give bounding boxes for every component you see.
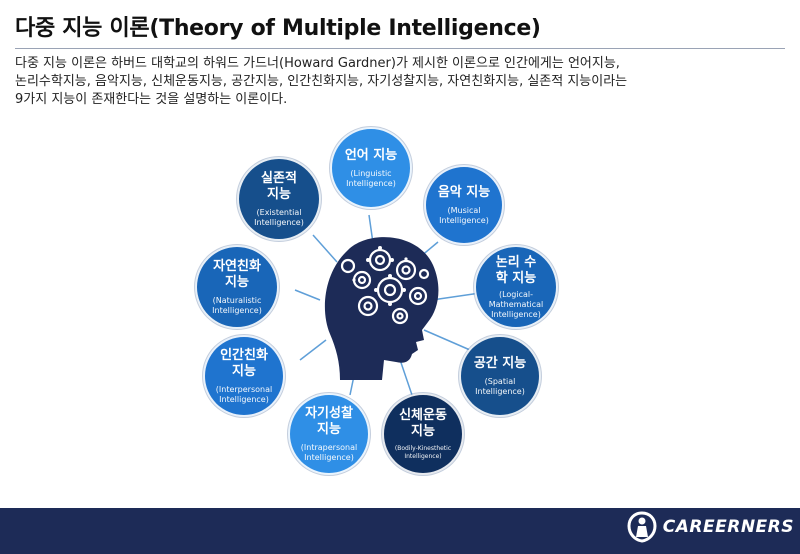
node-label: 언어 지능 (344, 147, 398, 163)
node-label: 실존적 지능 (261, 170, 297, 202)
brand-logo-icon (627, 511, 657, 543)
node-sublabel: (Linguistic Intelligence) (346, 168, 396, 188)
node-sublabel: (Interpersonal Intelligence) (215, 384, 273, 404)
description: 다중 지능 이론은 하버드 대학교의 하워드 가드너(Howard Gardne… (15, 55, 785, 109)
node-sublabel: (Musical Intelligence) (439, 205, 489, 225)
footer-bar: CAREERNERS (0, 508, 800, 554)
node-label: 논리 수학 지능 (495, 254, 537, 286)
page-title: 다중 지능 이론(Theory of Multiple Intelligence… (15, 16, 541, 41)
description-line: 논리수학지능, 음악지능, 신체운동지능, 공간지능, 인간친화지능, 자기성찰… (15, 74, 628, 89)
node-sublabel: (Intrapersonal Intelligence) (300, 442, 358, 462)
node-logical-mathematical: 논리 수학 지능 (Logical-Mathematical Intellige… (474, 245, 558, 329)
node-sublabel: (Spatial Intelligence) (475, 376, 525, 396)
description-line: 9가지 지능이 존재한다는 것을 설명하는 이론이다. (15, 92, 288, 107)
node-label: 자기성찰 지능 (305, 405, 353, 437)
brand-logo-text: CAREERNERS (662, 517, 794, 537)
node-label: 인간친화 지능 (220, 347, 268, 379)
node-bodily-kinesthetic: 신체운동 지능 (Bodily-Kinesthetic Intelligence… (382, 393, 464, 475)
node-label: 자연친화 지능 (213, 258, 261, 290)
title-divider (15, 48, 785, 49)
node-musical: 음악 지능 (Musical Intelligence) (424, 165, 504, 245)
brand-logo: CAREERNERS (625, 510, 794, 544)
node-interpersonal: 인간친화 지능 (Interpersonal Intelligence) (203, 335, 285, 417)
node-spatial: 공간 지능 (Spatial Intelligence) (459, 335, 541, 417)
node-label: 신체운동 지능 (399, 407, 447, 439)
description-line: 다중 지능 이론은 하버드 대학교의 하워드 가드너(Howard Gardne… (15, 56, 620, 71)
node-intrapersonal: 자기성찰 지능 (Intrapersonal Intelligence) (288, 393, 370, 475)
node-sublabel: (Logical-Mathematical Intelligence) (488, 289, 544, 319)
node-sublabel: (Bodily-Kinesthetic Intelligence) (394, 444, 452, 460)
node-label: 공간 지능 (473, 355, 527, 371)
node-sublabel: (Naturalistic Intelligence) (212, 295, 262, 315)
node-existential: 실존적 지능 (Existential Intelligence) (237, 157, 321, 241)
node-sublabel: (Existential Intelligence) (254, 207, 304, 227)
head-brain-icon (324, 237, 439, 380)
node-label: 음악 지능 (437, 184, 491, 200)
node-linguistic: 언어 지능 (Linguistic Intelligence) (330, 127, 412, 209)
node-naturalistic: 자연친화 지능 (Naturalistic Intelligence) (195, 245, 279, 329)
